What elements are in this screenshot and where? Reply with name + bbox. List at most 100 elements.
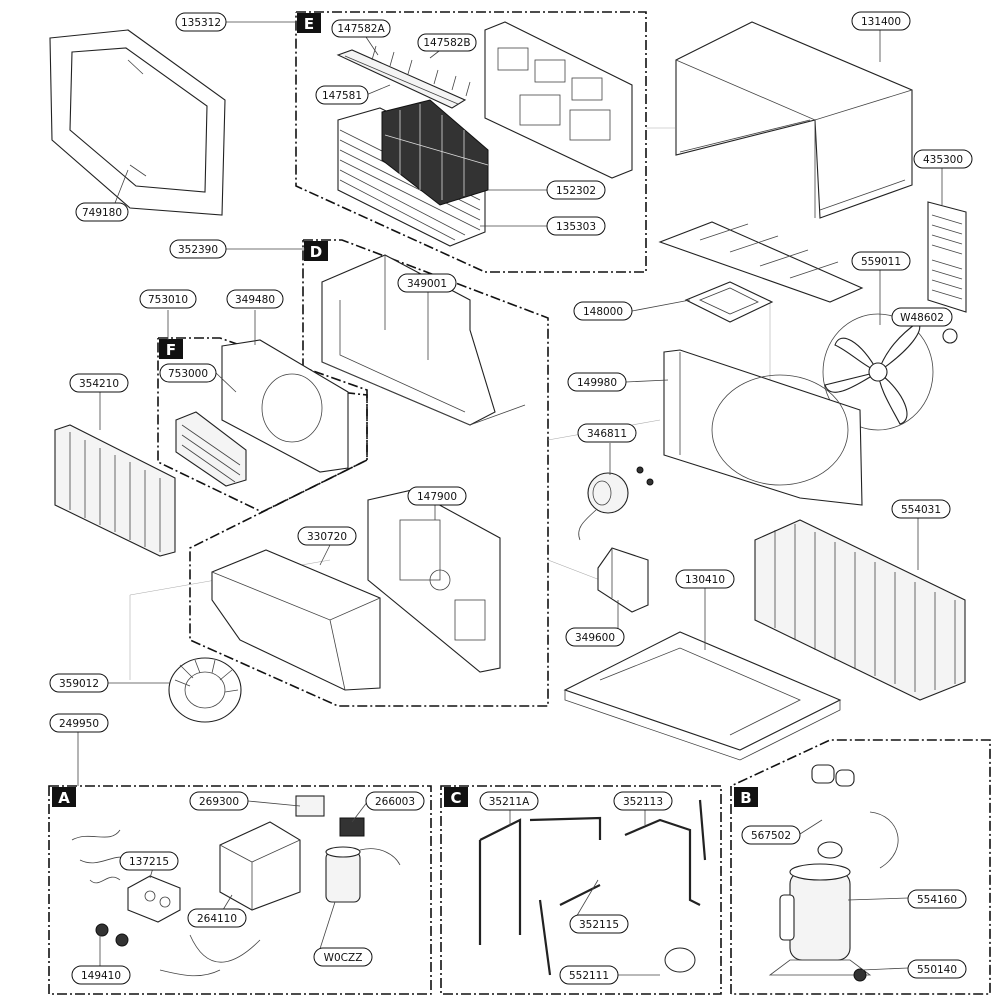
leader-lines <box>77 21 943 976</box>
evaporator-housing-shape <box>211 549 381 691</box>
part-label-753000: 753000 <box>159 363 217 383</box>
section-label-d: D <box>310 243 322 261</box>
section-e-boundary: E <box>295 11 647 273</box>
svg-text:35211A: 35211A <box>489 796 530 808</box>
svg-text:753010: 753010 <box>148 294 188 306</box>
part-label-435300: 435300 <box>913 149 973 169</box>
part-label-352113: 352113 <box>613 791 673 811</box>
front-cabinet-panel-shape <box>484 21 633 179</box>
svg-text:352113: 352113 <box>623 796 663 808</box>
part-label-149410: 149410 <box>71 965 131 985</box>
svg-text:W0CZZ: W0CZZ <box>324 952 363 964</box>
relay-shape <box>295 795 365 837</box>
svg-text:W48602: W48602 <box>900 312 944 324</box>
part-label-352390: 352390 <box>169 239 227 259</box>
section-label-e: E <box>304 15 314 33</box>
part-label-137215: 137215 <box>119 851 179 871</box>
svg-text:264110: 264110 <box>197 913 237 925</box>
part-label-35211a: 35211A <box>479 791 539 811</box>
section-label-b: B <box>740 789 751 807</box>
svg-text:359012: 359012 <box>59 678 99 690</box>
svg-text:147582B: 147582B <box>423 37 470 49</box>
svg-text:135312: 135312 <box>181 17 221 29</box>
svg-text:131400: 131400 <box>861 16 901 28</box>
svg-text:349600: 349600 <box>575 632 615 644</box>
frame-gasket-shape <box>49 29 226 216</box>
base-pan-shape <box>563 631 842 761</box>
part-label-130410: 130410 <box>675 569 735 589</box>
part-label-749180: 749180 <box>75 202 129 222</box>
part-label-330720: 330720 <box>297 526 357 546</box>
outer-cabinet-shape <box>675 21 913 219</box>
part-label-w0czz: W0CZZ <box>313 947 373 967</box>
svg-text:148000: 148000 <box>583 306 623 318</box>
part-label-149980: 149980 <box>567 372 627 392</box>
part-label-550140: 550140 <box>907 959 967 979</box>
part-label-249950: 249950 <box>49 713 109 733</box>
part-label-567502: 567502 <box>741 825 801 845</box>
svg-text:352115: 352115 <box>579 919 619 931</box>
part-label-131400: 131400 <box>851 11 911 31</box>
section-label-f: F <box>166 341 176 359</box>
part-label-552111: 552111 <box>559 965 619 985</box>
filter-rail-shape <box>336 45 471 109</box>
svg-text:147900: 147900 <box>417 491 457 503</box>
svg-text:330720: 330720 <box>307 531 347 543</box>
upper-air-guide-shape <box>321 254 526 426</box>
part-label-264110: 264110 <box>187 908 247 928</box>
side-louver-shape <box>927 201 967 313</box>
propeller-fan-shape <box>822 313 958 431</box>
svg-text:552111: 552111 <box>569 970 609 982</box>
part-label-147581: 147581 <box>315 85 369 105</box>
part-label-269300: 269300 <box>189 791 249 811</box>
blower-wheel-shape <box>168 657 242 723</box>
part-label-349001: 349001 <box>397 273 457 293</box>
section-f-boundary: F <box>157 337 368 513</box>
part-label-554160: 554160 <box>907 889 967 909</box>
svg-text:130410: 130410 <box>685 574 725 586</box>
section-b-boundary: B <box>730 739 991 995</box>
svg-text:559011: 559011 <box>861 256 901 268</box>
svg-text:137215: 137215 <box>129 856 169 868</box>
svg-text:152302: 152302 <box>556 185 596 197</box>
control-panel-shape <box>127 875 181 923</box>
part-label-266003: 266003 <box>365 791 425 811</box>
part-label-135312: 135312 <box>175 12 227 32</box>
section-label-a: A <box>58 789 70 807</box>
svg-text:749180: 749180 <box>82 207 122 219</box>
svg-text:266003: 266003 <box>375 796 415 808</box>
part-label-w48602: W48602 <box>891 307 953 327</box>
part-label-135303: 135303 <box>546 216 606 236</box>
f-small-coil-shape <box>175 411 247 487</box>
svg-text:269300: 269300 <box>199 796 239 808</box>
part-label-753010: 753010 <box>139 289 197 309</box>
capacitor-shape <box>325 846 361 903</box>
control-box-shape <box>219 821 301 911</box>
part-label-147582a: 147582A <box>331 19 391 38</box>
svg-text:352390: 352390 <box>178 244 218 256</box>
svg-text:149980: 149980 <box>577 377 617 389</box>
svg-text:249950: 249950 <box>59 718 99 730</box>
svg-text:435300: 435300 <box>923 154 963 166</box>
part-label-354210: 354210 <box>69 373 129 393</box>
part-labels: 135312 749180 147582A 147582B 147581 152… <box>49 11 973 985</box>
f-housing-shape <box>221 339 349 473</box>
condenser-coil-shape <box>754 519 966 701</box>
fan-motor-shape <box>578 466 654 541</box>
svg-text:354210: 354210 <box>79 378 119 390</box>
part-label-147582b: 147582B <box>417 33 477 52</box>
svg-text:149410: 149410 <box>81 970 121 982</box>
evaporator-coil-shape <box>54 424 176 557</box>
compressor-shape <box>768 863 872 976</box>
svg-text:147581: 147581 <box>322 90 362 102</box>
knob-shapes <box>95 923 129 947</box>
part-label-148000: 148000 <box>573 301 633 321</box>
overload-parts-shape <box>811 764 899 982</box>
top-baffle-shape <box>658 221 864 303</box>
part-label-152302: 152302 <box>546 180 606 200</box>
svg-text:554031: 554031 <box>901 504 941 516</box>
section-label-c: C <box>450 789 461 807</box>
control-box-plate-shape <box>367 489 501 673</box>
part-label-359012: 359012 <box>49 673 109 693</box>
section-a-boundary: A <box>48 785 432 995</box>
